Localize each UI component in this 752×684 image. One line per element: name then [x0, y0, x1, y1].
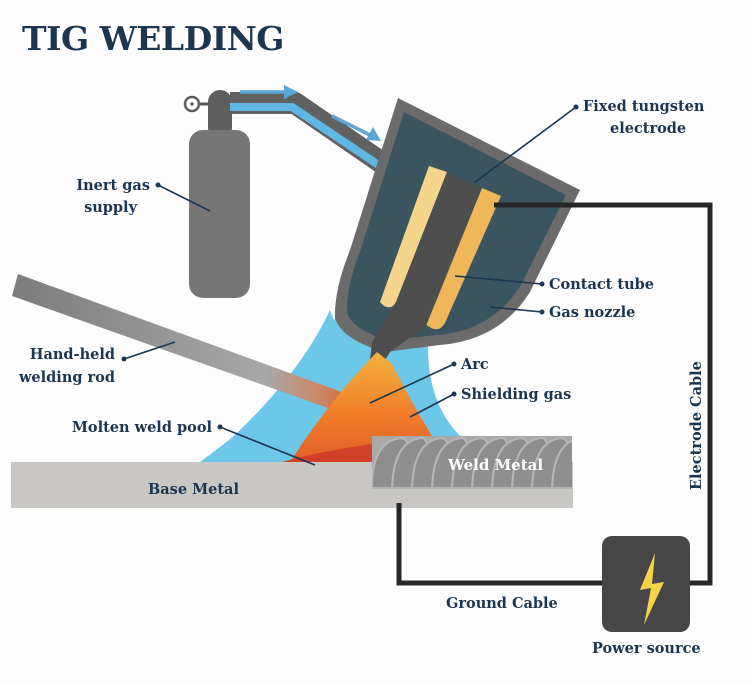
gas-cylinder [183, 90, 250, 298]
label-contact-tube: Contact tube [549, 276, 654, 293]
leader-lines [121, 104, 579, 466]
label-ground-cable: Ground Cable [446, 595, 558, 612]
pressure-gauge-icon [183, 95, 201, 113]
label-arc: Arc [460, 356, 489, 373]
ground-cable [396, 503, 602, 586]
label-weld-metal: Weld Metal [447, 456, 543, 474]
label-base-metal: Base Metal [148, 481, 239, 498]
diagram-title: TIG WELDING [22, 19, 284, 58]
weld-bead [372, 436, 572, 489]
label-rod-2: welding rod [18, 369, 115, 386]
label-gas-nozzle: Gas nozzle [549, 304, 635, 321]
power-source [602, 536, 690, 632]
contact-tube [380, 166, 501, 330]
label-inert-gas-2: supply [84, 199, 137, 216]
label-shielding-gas: Shielding gas [461, 386, 571, 403]
label-tungsten-1: Fixed tungsten [583, 98, 705, 115]
label-molten-pool: Molten weld pool [72, 419, 213, 436]
label-inert-gas-1: Inert gas [76, 177, 150, 194]
gas-hose [230, 92, 402, 182]
electrode-cable [494, 202, 713, 586]
tungsten-electrode [370, 172, 482, 368]
lightning-bolt-icon [640, 553, 664, 625]
label-rod-1: Hand-held [30, 346, 115, 363]
welding-rod [12, 274, 351, 414]
label-power-source: Power source [592, 640, 701, 657]
label-electrode-cable: Electrode Cable [688, 361, 705, 490]
arc [290, 352, 432, 462]
label-tungsten-2: electrode [610, 120, 686, 137]
